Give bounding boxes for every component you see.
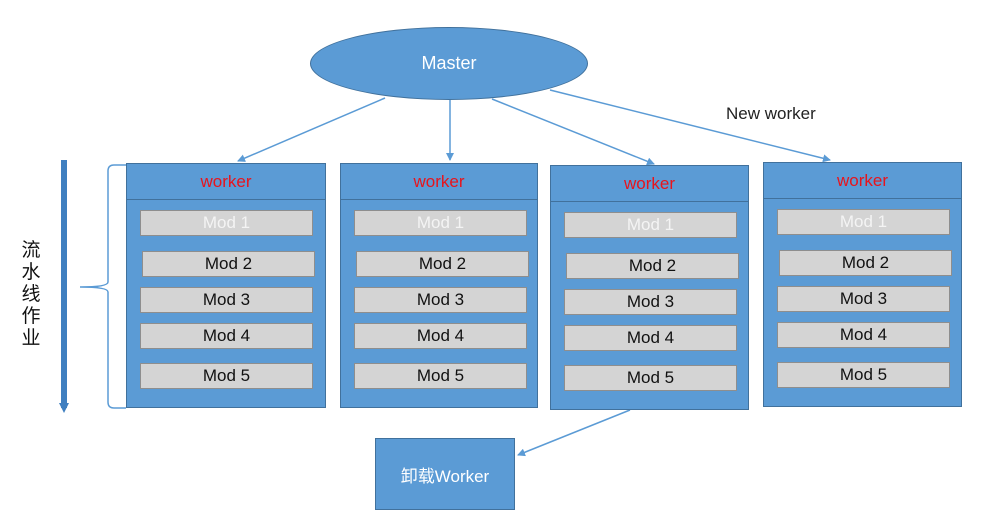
mod-box: Mod 2 [142,251,315,277]
mod-box: Mod 5 [564,365,737,391]
new-worker-label: New worker [726,104,816,123]
worker-box-2: worker Mod 1 Mod 2 Mod 3 Mod 4 Mod 5 [340,163,538,408]
pipeline-brace [79,164,126,409]
worker-title: worker [127,164,325,200]
unload-worker-box: 卸载Worker [375,438,515,510]
worker-title: worker [764,163,961,199]
arrow-master-to-new-worker [549,89,831,163]
mod-box: Mod 3 [140,287,313,313]
mod-box: Mod 3 [564,289,737,315]
worker-box-4: worker Mod 1 Mod 2 Mod 3 Mod 4 Mod 5 [763,162,962,407]
mod-box: Mod 5 [140,363,313,389]
mod-box: Mod 1 [140,210,313,236]
pipeline-label: 流水线作业 [21,240,41,349]
master-label: Master [421,53,477,73]
arrow-master-to-worker-3 [491,98,655,166]
mod-box: Mod 4 [354,323,527,349]
arrow-worker-3-to-unload [517,409,631,457]
mod-box: Mod 2 [356,251,529,277]
mod-box: Mod 4 [564,325,737,351]
mod-box: Mod 3 [777,286,950,312]
master-node: Master [310,27,588,100]
unload-worker-label: 卸载Worker [400,466,490,486]
mod-box: Mod 2 [566,253,739,279]
worker-title: worker [341,164,537,200]
worker-title: worker [551,166,748,202]
mod-box: Mod 2 [779,250,952,276]
mod-box: Mod 1 [564,212,737,238]
arrow-master-to-worker-1 [237,97,386,162]
mod-box: Mod 3 [354,287,527,313]
worker-box-3: worker Mod 1 Mod 2 Mod 3 Mod 4 Mod 5 [550,165,749,410]
mod-box: Mod 5 [354,363,527,389]
mod-box: Mod 1 [354,210,527,236]
worker-box-1: worker Mod 1 Mod 2 Mod 3 Mod 4 Mod 5 [126,163,326,408]
mod-box: Mod 4 [140,323,313,349]
mod-box: Mod 1 [777,209,950,235]
mod-box: Mod 5 [777,362,950,388]
mod-box: Mod 4 [777,322,950,348]
